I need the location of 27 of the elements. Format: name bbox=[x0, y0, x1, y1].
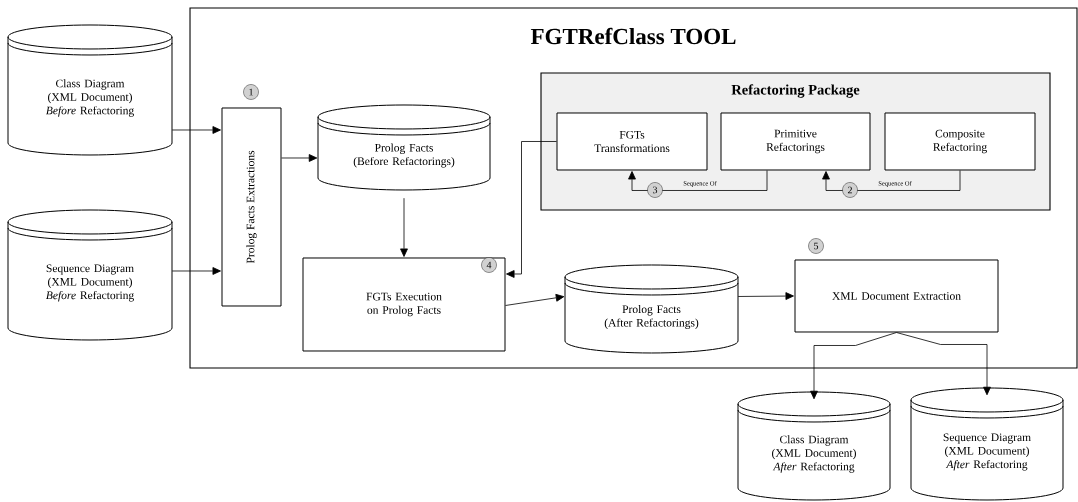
database-cylinder: Sequence Diagram (XML Document) Before Refactoring bbox=[7, 209, 173, 341]
callout-number: 1 bbox=[243, 84, 259, 100]
process-box: FGTs Transformations bbox=[556, 112, 708, 171]
arrow bbox=[400, 197, 408, 257]
arrow bbox=[281, 154, 318, 162]
process-box: Primitive Refactorings bbox=[720, 112, 871, 171]
process-box: Composite Refactoring bbox=[884, 112, 1036, 171]
callout-number: 4 bbox=[481, 257, 497, 273]
arrow bbox=[506, 141, 557, 278]
database-cylinder: Sequence Diagram (XML Document) After Refactoring bbox=[910, 387, 1064, 501]
database-cylinder: Class Diagram (XML Document) Before Refactoring bbox=[7, 24, 173, 156]
arrow bbox=[171, 126, 221, 134]
arrow bbox=[505, 293, 565, 306]
database-cylinder: Class Diagram (XML Document) After Refactoring bbox=[737, 391, 891, 501]
database-cylinder: Prolog Facts (Before Refactorings) bbox=[317, 104, 491, 191]
callout-number: 3 bbox=[647, 182, 663, 198]
arrow bbox=[822, 170, 961, 191]
database-cylinder: Prolog Facts (After Refactorings) bbox=[564, 264, 739, 354]
arrow bbox=[737, 292, 794, 300]
process-box: Prolog Facts Extractions bbox=[221, 107, 282, 307]
arrow bbox=[810, 332, 897, 400]
arrow bbox=[896, 332, 991, 396]
callout-number: 2 bbox=[842, 182, 858, 198]
process-box: XML Document Extraction bbox=[794, 259, 999, 333]
arrow bbox=[171, 267, 221, 275]
arrow bbox=[628, 170, 768, 191]
callout-number: 5 bbox=[808, 238, 824, 254]
